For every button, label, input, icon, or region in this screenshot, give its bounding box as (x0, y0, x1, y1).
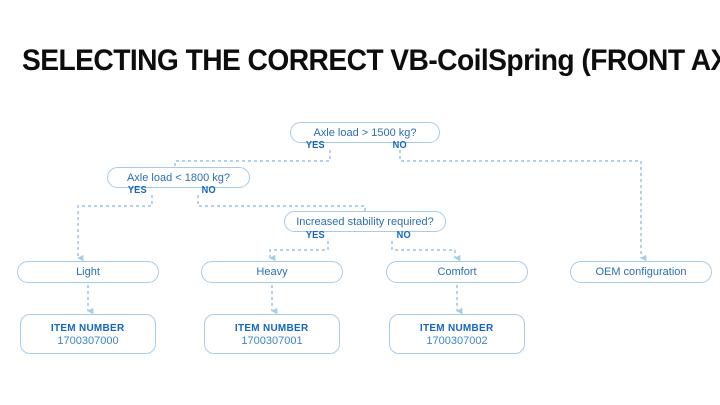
item-number-box-comfort[interactable]: ITEM NUMBER 1700307002 (389, 314, 525, 354)
branch-label-q1-no: NO (392, 140, 407, 151)
item-number-box-light[interactable]: ITEM NUMBER 1700307000 (20, 314, 156, 354)
item-number-heading: ITEM NUMBER (51, 321, 125, 334)
wire-q2-yes (77, 195, 153, 262)
result-node-light[interactable]: Light (17, 261, 159, 283)
page-title: SELECTING THE CORRECT VB-CoilSpring (FRO… (22, 44, 720, 77)
branch-label-q2-no: NO (201, 185, 216, 196)
item-number-heading: ITEM NUMBER (235, 321, 309, 334)
wire-q3-yes (269, 241, 329, 262)
item-number-value: 1700307000 (57, 334, 119, 347)
decision-label: Axle load > 1500 kg? (313, 126, 417, 139)
decision-node-axle-load-1800[interactable]: Axle load < 1800 kg? (107, 167, 250, 188)
decision-node-increased-stability[interactable]: Increased stability required? (284, 211, 446, 232)
result-label: Heavy (256, 266, 288, 278)
result-label: Light (76, 266, 100, 278)
item-number-heading: ITEM NUMBER (420, 321, 494, 334)
branch-label-q1-yes: YES (305, 140, 325, 151)
decision-node-axle-load-1500[interactable]: Axle load > 1500 kg? (290, 122, 440, 143)
wire-q3-no (391, 241, 461, 262)
result-label: OEM configuration (595, 266, 687, 278)
result-node-heavy[interactable]: Heavy (201, 261, 343, 283)
result-node-oem-configuration[interactable]: OEM configuration (570, 261, 712, 283)
decision-label: Axle load < 1800 kg? (126, 171, 231, 184)
wire-q1-yes (174, 150, 331, 170)
item-number-box-heavy[interactable]: ITEM NUMBER 1700307001 (204, 314, 340, 354)
wire-q1-no (399, 150, 647, 262)
branch-label-q3-no: NO (396, 230, 411, 241)
wire-q2-no (197, 195, 366, 214)
result-label: Comfort (437, 266, 477, 278)
result-node-comfort[interactable]: Comfort (386, 261, 528, 283)
item-number-value: 1700307001 (241, 334, 303, 347)
branch-label-q3-yes: YES (305, 230, 325, 241)
item-number-value: 1700307002 (426, 334, 488, 347)
branch-label-q2-yes: YES (127, 185, 147, 196)
decision-label: Increased stability required? (296, 215, 434, 228)
